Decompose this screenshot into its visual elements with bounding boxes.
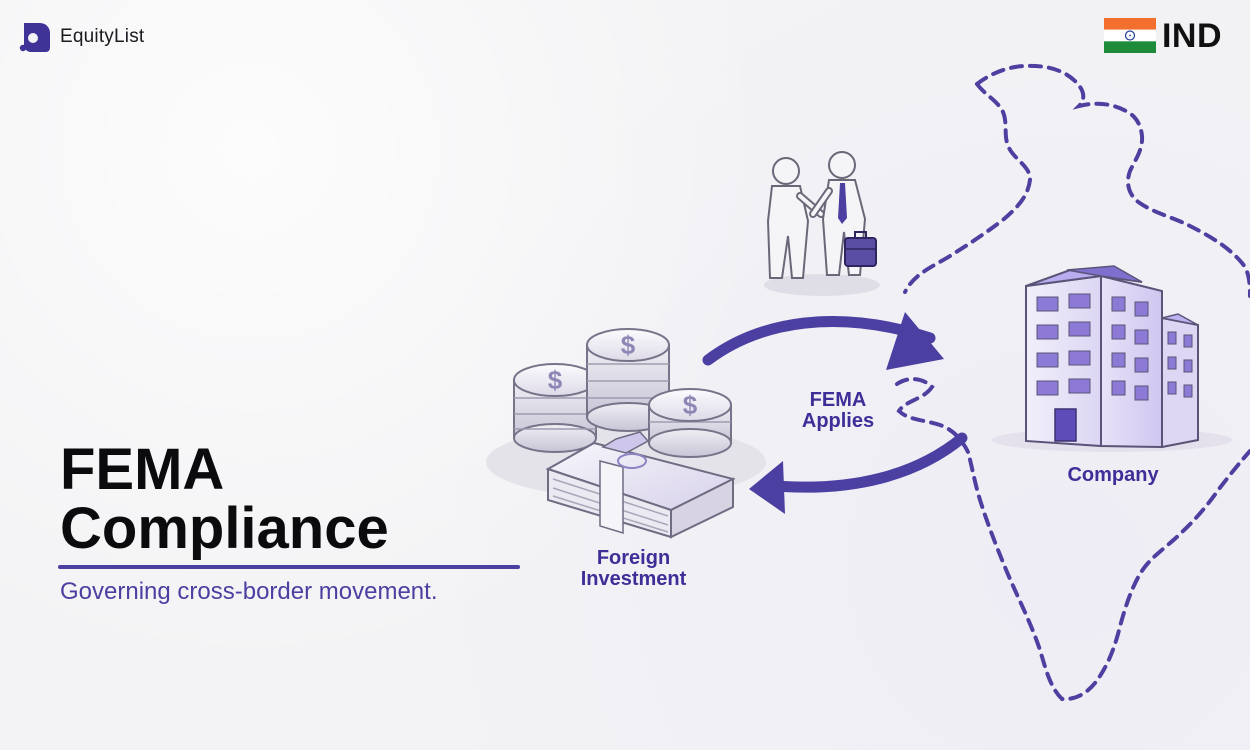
foreign-investment-label: Foreign Investment (556, 548, 711, 590)
india-map-outline (895, 63, 1250, 702)
brand-name: EquityList (60, 26, 145, 47)
company-building-icon (992, 265, 1232, 452)
country-code: IND (1161, 16, 1222, 55)
country-badge: IND (1103, 16, 1222, 55)
equitylist-logo-icon (19, 23, 50, 52)
handshake-icon (764, 151, 880, 296)
page-title: FEMA Compliance (60, 440, 530, 558)
money-stack-icon: $ $ $ (486, 328, 766, 539)
page-title-line2: Compliance (60, 496, 389, 562)
page-subtitle: Governing cross-border movement. (60, 578, 438, 605)
foreign-investment-line2: Investment (580, 568, 687, 590)
page-title-line1: FEMA (60, 437, 225, 502)
fema-applies-line2: Applies (801, 410, 875, 432)
fema-applies-label: FEMA Applies (788, 390, 888, 432)
svg-text:$: $ (548, 365, 563, 395)
company-label: Company (1067, 464, 1159, 486)
india-flag-icon (1103, 18, 1156, 53)
svg-text:$: $ (621, 330, 636, 360)
return-arrow-icon (749, 432, 968, 514)
brand-logo[interactable]: EquityList (18, 20, 144, 54)
svg-text:$: $ (683, 390, 698, 420)
forward-arrow-icon (702, 312, 944, 370)
foreign-investment-line1: Foreign (596, 547, 671, 569)
title-underline (58, 565, 520, 569)
fema-applies-line1: FEMA (809, 389, 867, 411)
